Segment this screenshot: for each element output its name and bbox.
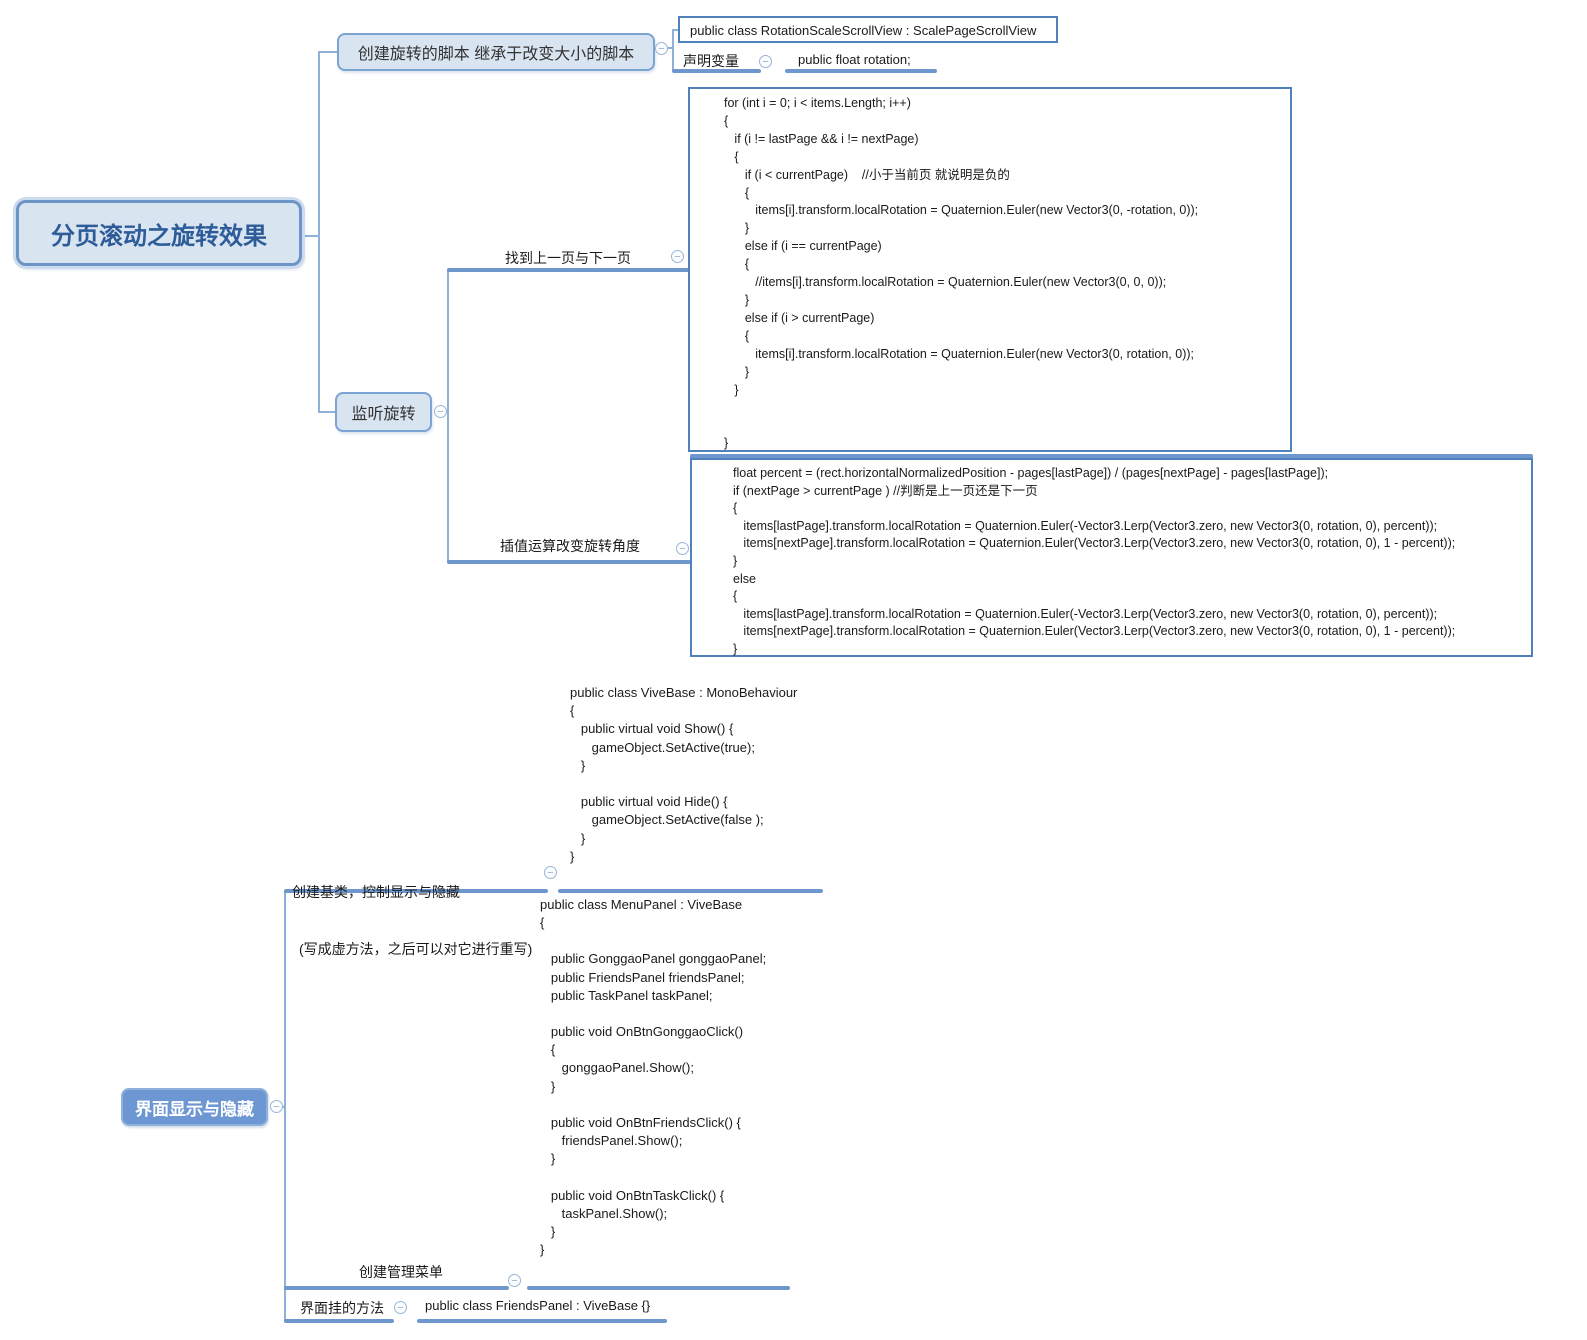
topic-friendspanel-code[interactable]: public class FriendsPanel : ViveBase {} (425, 1298, 651, 1313)
collapse-icon[interactable]: − (544, 866, 557, 879)
topic-find-pages-code[interactable]: for (int i = 0; i < items.Length; i++) {… (688, 87, 1292, 452)
topic-underline (417, 1319, 667, 1323)
topic-vivebase-code[interactable]: public class ViveBase : MonoBehaviour { … (570, 685, 798, 864)
topic-menupanel-code[interactable]: public class MenuPanel : ViveBase { publ… (540, 897, 767, 1257)
connector-line (318, 411, 336, 413)
connector-line (318, 51, 338, 53)
connector-line (447, 270, 449, 563)
connector-line (302, 235, 319, 237)
collapse-icon[interactable]: − (508, 1274, 521, 1287)
collapse-icon[interactable]: − (759, 55, 772, 68)
topic-underline (284, 1286, 509, 1290)
topic-label-line2: (写成虚方法，之后可以对它进行重写) (299, 941, 533, 957)
topic-lerp-rotation[interactable]: 插值运算改变旋转角度 (500, 538, 640, 554)
topic-root-rotation-effect[interactable]: 分页滚动之旋转效果 (16, 200, 302, 266)
root-topic-label: 分页滚动之旋转效果 (51, 222, 267, 250)
topic-create-base-class[interactable]: 创建基类，控制显示与隐藏 (写成虚方法，之后可以对它进行重写) (292, 845, 532, 997)
collapse-icon[interactable]: − (434, 405, 447, 418)
collapse-icon[interactable]: − (655, 42, 668, 55)
topic-underline (284, 1319, 394, 1323)
code-block: float percent = (rect.horizontalNormaliz… (733, 466, 1456, 656)
topic-label: 监听旋转 (351, 406, 416, 423)
topic-label: public class RotationScaleScrollView : S… (690, 23, 1037, 38)
connector-line (666, 47, 674, 49)
topic-find-pages[interactable]: 找到上一页与下一页 (505, 250, 631, 266)
topic-root-ui-show-hide[interactable]: 界面显示与隐藏 (121, 1088, 268, 1126)
topic-rotation-field[interactable]: public float rotation; (798, 52, 911, 67)
topic-label: 创建旋转的脚本 继承于改变大小的脚本 (357, 46, 635, 63)
topic-underline (447, 268, 690, 272)
topic-listen-rotation[interactable]: 监听旋转 (335, 392, 432, 432)
topic-declare-variable[interactable]: 声明变量 (683, 53, 739, 69)
topic-underline (447, 560, 692, 564)
root-topic-label: 界面显示与隐藏 (135, 1099, 254, 1119)
collapse-icon[interactable]: − (270, 1100, 283, 1113)
connector-line (318, 51, 320, 413)
collapse-icon[interactable]: − (676, 542, 689, 555)
topic-lerp-code[interactable]: float percent = (rect.horizontalNormaliz… (690, 458, 1533, 657)
topic-underline (672, 69, 761, 73)
connector-line (672, 29, 674, 71)
collapse-icon[interactable]: − (671, 250, 684, 263)
topic-underline (284, 889, 548, 893)
topic-create-script[interactable]: 创建旋转的脚本 继承于改变大小的脚本 (337, 33, 655, 71)
connector-line (672, 29, 680, 31)
connector-line (445, 411, 449, 413)
topic-underline (558, 889, 823, 893)
topic-underline (527, 1286, 790, 1290)
code-block: for (int i = 0; i < items.Length; i++) {… (724, 96, 1199, 451)
topic-label-line1: 创建基类，控制显示与隐藏 (292, 884, 460, 900)
topic-class-declaration[interactable]: public class RotationScaleScrollView : S… (678, 16, 1058, 43)
topic-panel-method[interactable]: 界面挂的方法 (300, 1300, 384, 1316)
topic-underline (785, 69, 937, 73)
connector-line (280, 1106, 286, 1108)
topic-underline (690, 454, 1533, 459)
collapse-icon[interactable]: − (394, 1301, 407, 1314)
topic-create-menu[interactable]: 创建管理菜单 (359, 1264, 443, 1280)
